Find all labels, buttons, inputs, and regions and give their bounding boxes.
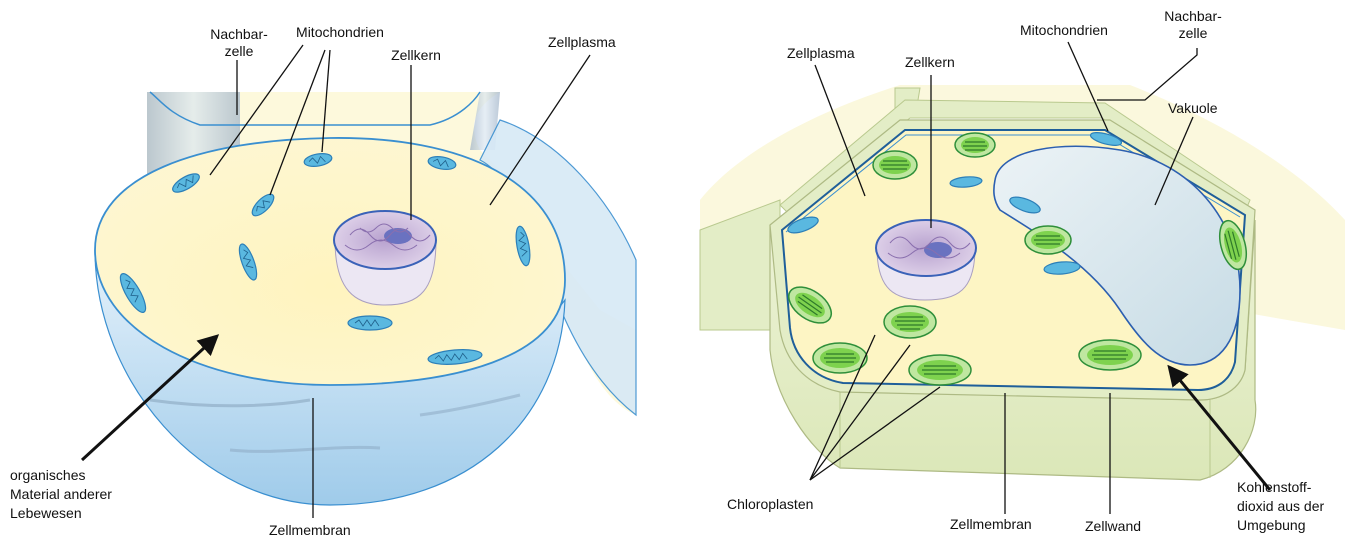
animal-nucleus [334,211,436,305]
plant-label-cell-wall: Zellwand [1085,518,1141,535]
animal-label-neighbor-cell: Nachbar- zelle [196,26,282,60]
plant-label-vacuole: Vakuole [1168,100,1218,117]
plant-label-cell-membrane: Zellmembran [950,516,1032,533]
plant-label-nucleus: Zellkern [905,54,955,71]
animal-label-nucleus: Zellkern [386,47,446,64]
plant-label-mitochondria: Mitochondrien [1020,22,1108,39]
animal-label-organic-material: organisches Material anderer Lebewesen [10,466,112,523]
animal-label-mitochondria: Mitochondrien [285,24,395,41]
animal-cell [82,45,636,518]
plant-label-chloroplasts: Chloroplasten [727,496,813,513]
plant-label-co2: Kohlenstoff- dioxid aus der Umgebung [1237,478,1324,535]
plant-nucleus [876,220,976,300]
plant-label-neighbor-cell: Nachbar- zelle [1150,8,1236,42]
animal-cytoplasm [95,138,565,385]
plant-label-cytoplasm: Zellplasma [787,45,855,62]
plant-cell [700,42,1345,514]
animal-label-cytoplasm: Zellplasma [548,34,616,51]
animal-label-cell-membrane: Zellmembran [269,522,351,539]
